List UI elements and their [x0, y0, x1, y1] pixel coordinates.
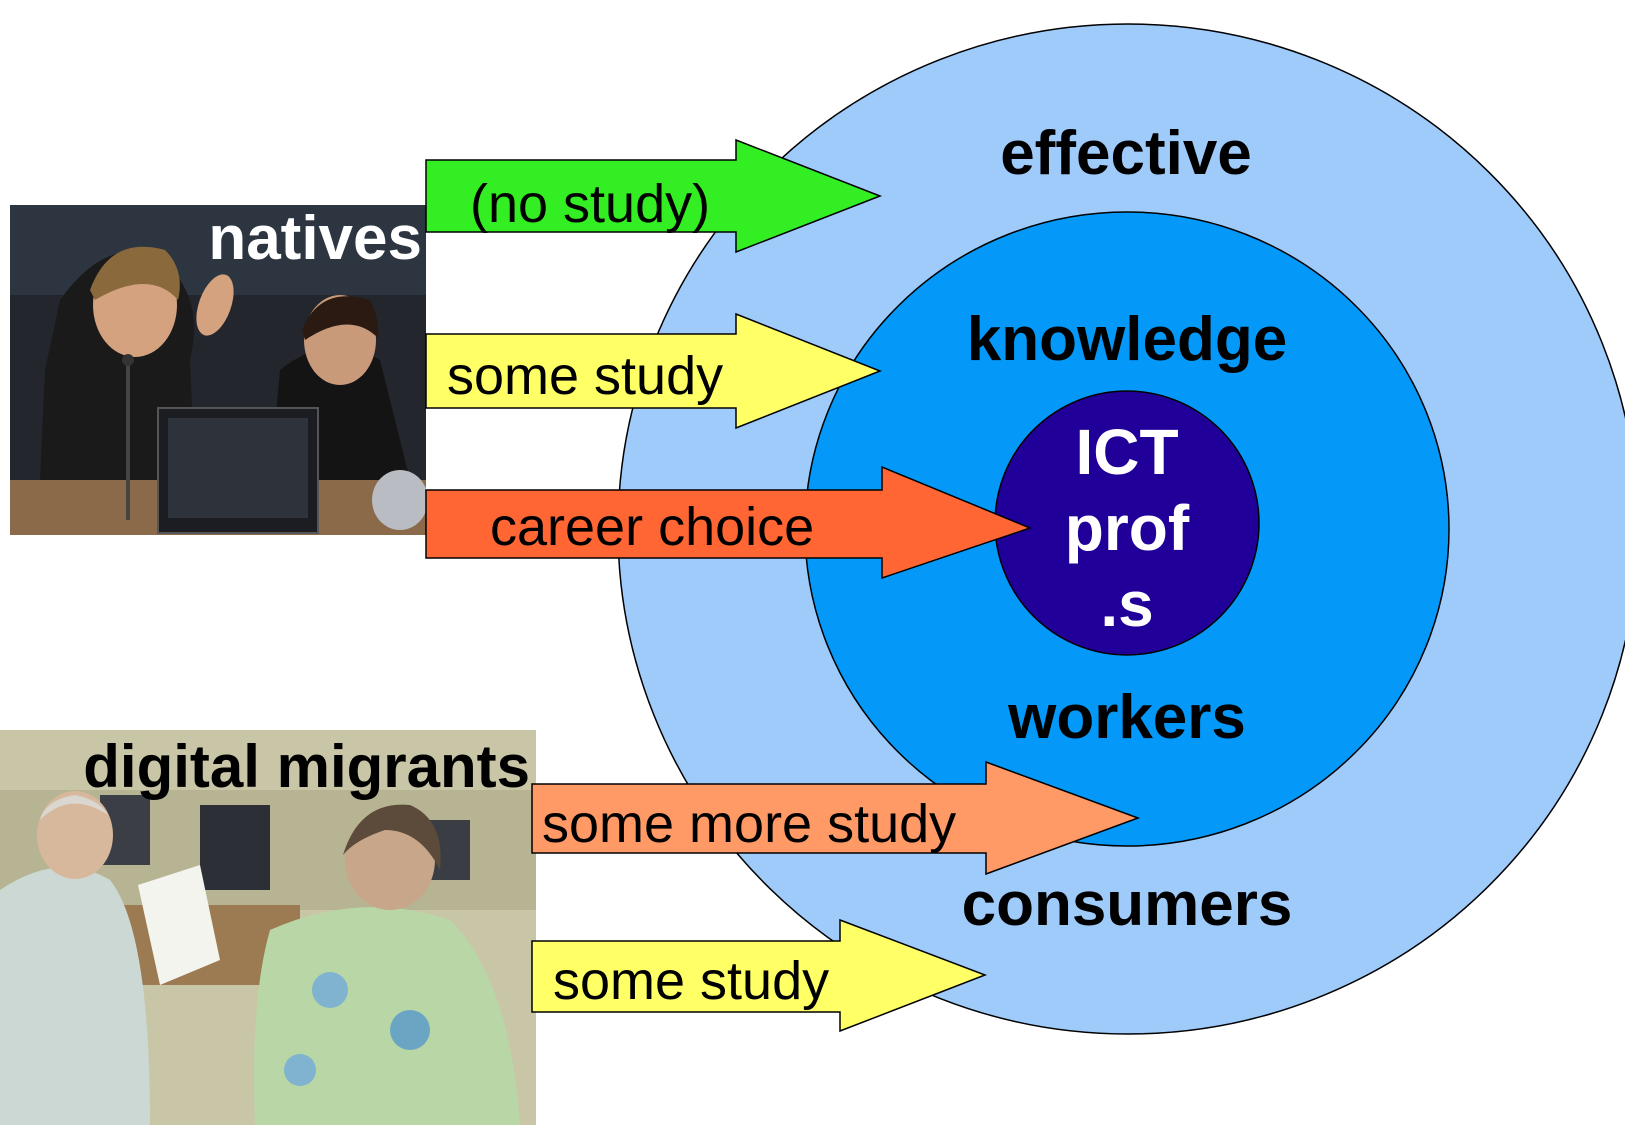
middle-ring-bottom-label: workers: [1007, 683, 1246, 752]
arrow-some-study-migrants: some study: [531, 918, 988, 1033]
arrow-no-study: (no study): [425, 138, 883, 254]
core-label-line-3: .s: [1100, 568, 1153, 640]
arrow-career-choice-label: career choice: [490, 497, 814, 557]
arrow-no-study-label: (no study): [470, 174, 710, 234]
natives-photo: [10, 205, 426, 535]
core-label-line-1: ICT: [1075, 416, 1178, 488]
natives-label: natives: [208, 204, 422, 273]
middle-ring-top-label: knowledge: [967, 305, 1287, 374]
arrow-some-more-study-label: some more study: [542, 794, 956, 854]
outer-ring-bottom-label: consumers: [962, 870, 1293, 939]
outer-ring-top-label: effective: [1000, 119, 1252, 188]
arrow-some-study-natives-label: some study: [447, 346, 723, 406]
migrants-photo: [0, 730, 536, 1125]
arrow-some-study-migrants-label: some study: [553, 951, 829, 1011]
arrow-career-choice: career choice: [425, 465, 1033, 580]
arrow-some-more-study: some more study: [531, 760, 1141, 876]
core-label-line-2: prof: [1065, 492, 1190, 564]
digital-migrants-label: digital migrants: [83, 733, 530, 800]
arrow-some-study-natives: some study: [425, 312, 883, 430]
